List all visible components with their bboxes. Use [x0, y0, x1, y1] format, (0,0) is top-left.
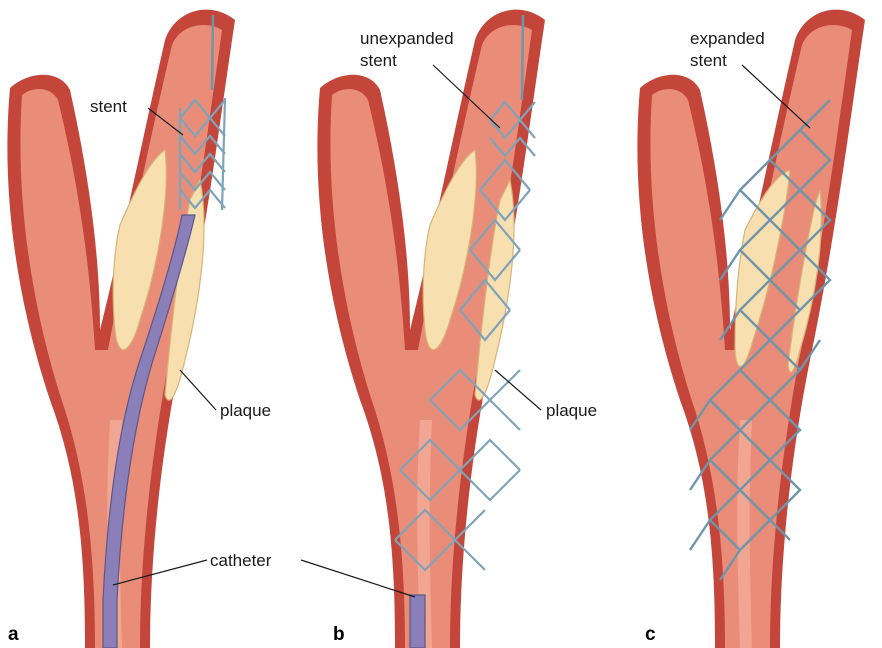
panel-letter-b: b: [333, 624, 345, 645]
panel-letter-c: c: [645, 624, 656, 645]
panel-letter-a: a: [8, 624, 19, 645]
label-stent-a: stent: [90, 97, 127, 116]
label-plaque-a: plaque: [220, 401, 271, 420]
label-stent-b: stent: [360, 51, 397, 70]
panel-b: [317, 10, 545, 648]
label-catheter: catheter: [210, 551, 272, 570]
label-unexpanded: unexpanded: [360, 29, 454, 48]
label-expanded: expanded: [690, 29, 765, 48]
label-stent-c: stent: [690, 51, 727, 70]
panel-c: [637, 10, 865, 648]
label-plaque-b: plaque: [546, 401, 597, 420]
catheter-b: [410, 595, 425, 648]
